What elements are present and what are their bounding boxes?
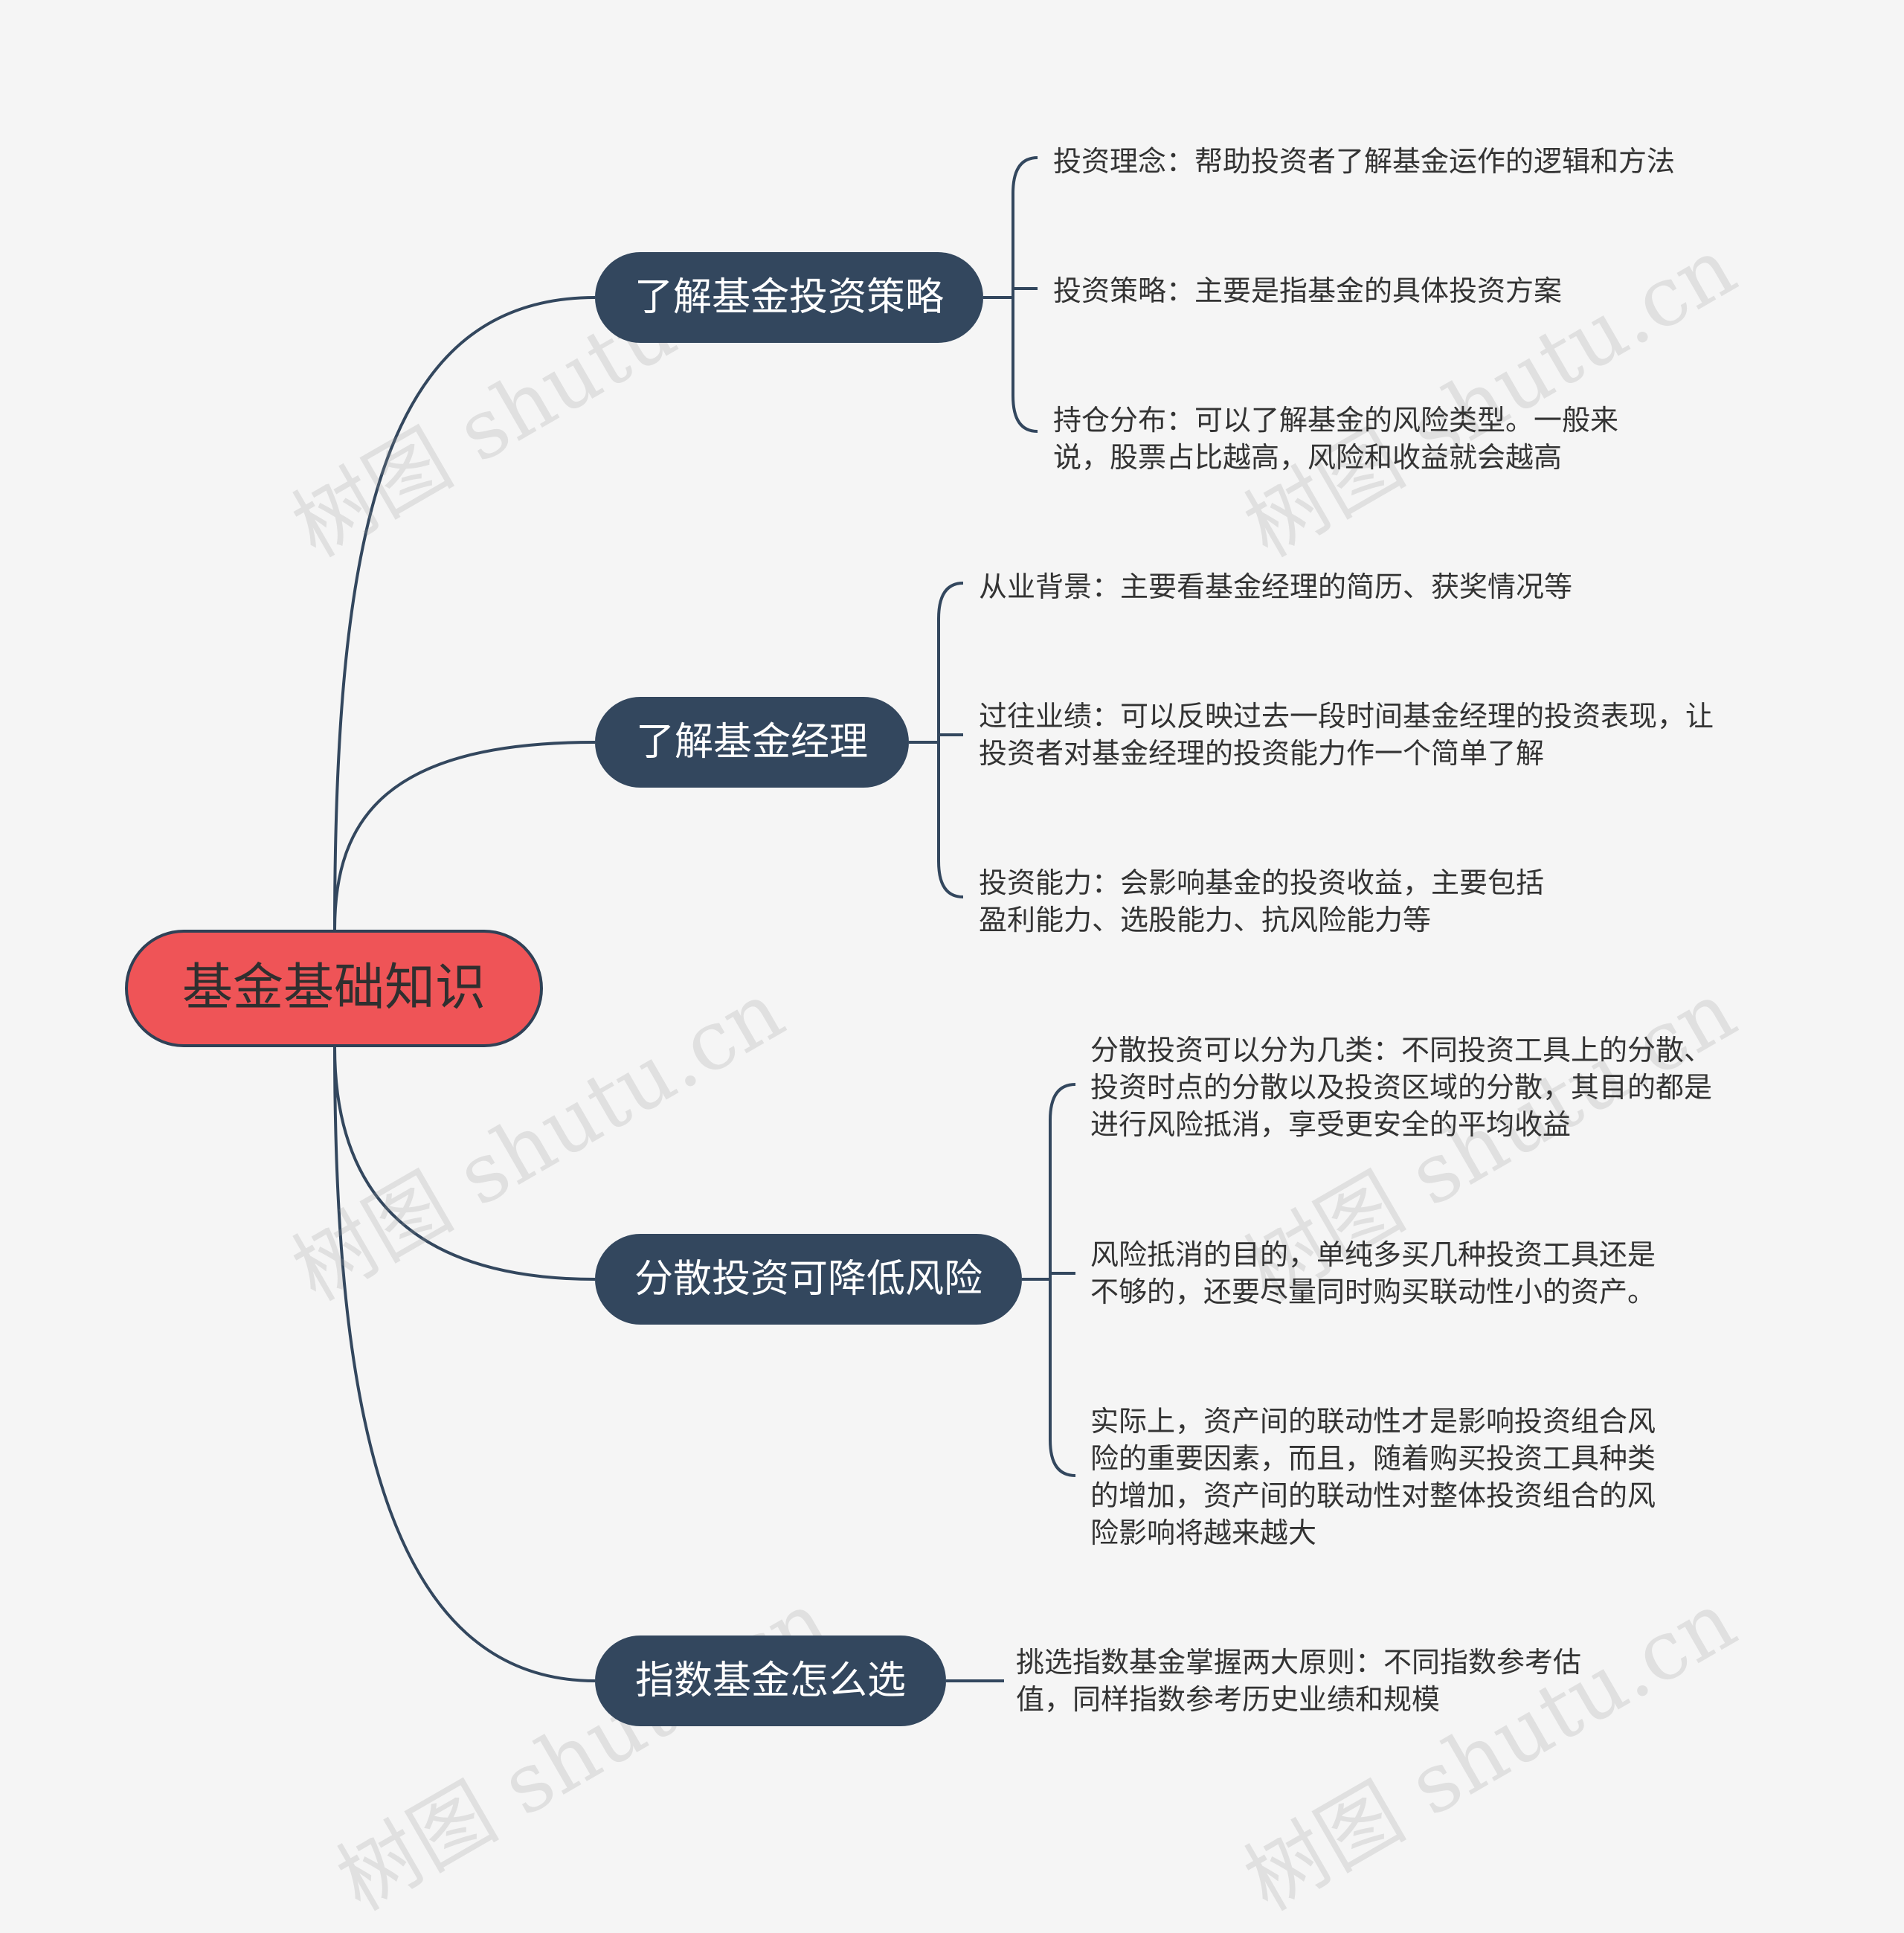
leaf-risk-offset: 风险抵消的目的，单纯多买几种投资工具还是 不够的，还要尽量同时购买联动性小的资产… bbox=[1090, 1238, 1656, 1308]
leaf-investment-ability: 投资能力：会影响基金的投资收益，主要包括 盈利能力、选股能力、抗风险能力等 bbox=[979, 866, 1545, 936]
leaf-investment-philosophy: 投资理念：帮助投资者了解基金运作的逻辑和方法 bbox=[1053, 145, 1676, 178]
connector-root-branch-2 bbox=[333, 741, 596, 930]
branch-node-fund-manager[interactable]: 了解基金经理 bbox=[595, 697, 909, 788]
bracket-branch-1 bbox=[1012, 156, 1038, 433]
branch-node-diversification[interactable]: 分散投资可降低风险 bbox=[595, 1234, 1022, 1325]
root-node[interactable]: 基金基础知识 bbox=[125, 930, 543, 1047]
connector-root-branch-4 bbox=[333, 1046, 596, 1682]
leaf-holding-distribution: 持仓分布：可以了解基金的风险类型。一般来 说，股票占比越高，风险和收益就会越高 bbox=[1053, 404, 1619, 474]
connector-root-branch-3 bbox=[333, 1046, 596, 1281]
leaf-diversification-types: 分散投资可以分为几类：不同投资工具上的分散、 投资时点的分散以及投资区域的分散，… bbox=[1090, 1034, 1713, 1141]
connector-lines bbox=[333, 156, 1076, 1682]
leaf-investment-strategy: 投资策略：主要是指基金的具体投资方案 bbox=[1053, 274, 1563, 307]
branch-node-index-fund[interactable]: 指数基金怎么选 bbox=[595, 1636, 946, 1726]
leaf-correlation: 实际上，资产间的联动性才是影响投资组合风 险的重要因素，而且，随着购买投资工具种… bbox=[1090, 1405, 1656, 1549]
bracket-branch-2 bbox=[937, 582, 964, 898]
connector-root-branch-1 bbox=[333, 296, 596, 930]
bracket-branch-3 bbox=[1049, 1083, 1076, 1477]
branch-node-investment-strategy[interactable]: 了解基金投资策略 bbox=[595, 252, 983, 343]
leaf-background: 从业背景：主要看基金经理的简历、获奖情况等 bbox=[979, 570, 1573, 603]
leaf-past-performance: 过往业绩：可以反映过去一段时间基金经理的投资表现，让 投资者对基金经理的投资能力… bbox=[979, 700, 1714, 770]
leaf-index-selection: 挑选指数基金掌握两大原则：不同指数参考估 值，同样指数参考历史业绩和规模 bbox=[1016, 1646, 1582, 1716]
